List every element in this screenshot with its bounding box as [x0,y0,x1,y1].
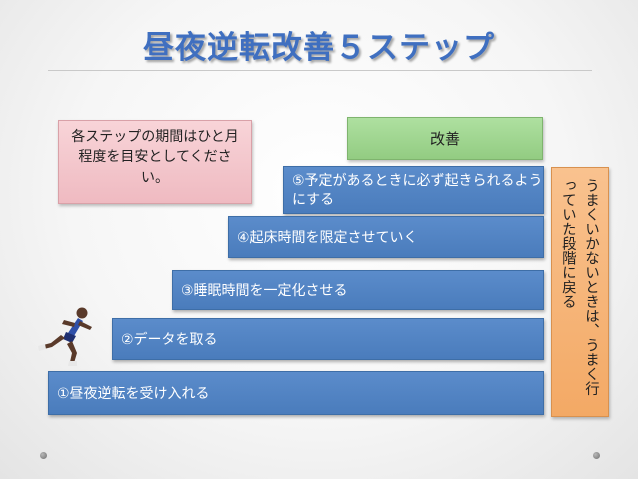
goal-label: 改善 [429,130,460,148]
step-3: ③睡眠時間を一定化させる [172,270,544,310]
period-note: 各ステップの期間はひと月程度を目安としてください。 [58,120,252,204]
step-5-label: ⑤予定があるときに必ず起きられるようにする [292,173,543,208]
page-dot-left [40,452,47,459]
title-divider [48,70,592,71]
step-1-label: ①昼夜逆転を受け入れる [57,386,210,402]
step-2-label: ②データを取る [121,332,218,348]
step-1: ①昼夜逆転を受け入れる [48,371,544,415]
step-2: ②データを取る [112,318,544,360]
page-dot-right [593,452,600,459]
step-4: ④起床時間を限定させていく [228,216,544,258]
goal-box: 改善 [347,117,543,160]
fallback-note: うまくいかないときは、うまく行っていた段階に戻る [551,167,609,417]
step-3-label: ③睡眠時間を一定化させる [181,283,348,299]
slide-title: 昼夜逆転改善５ステップ [143,30,495,66]
step-4-label: ④起床時間を限定させていく [237,230,418,246]
step-5: ⑤予定があるときに必ず起きられるようにする [283,166,544,214]
runner-icon [38,307,92,366]
